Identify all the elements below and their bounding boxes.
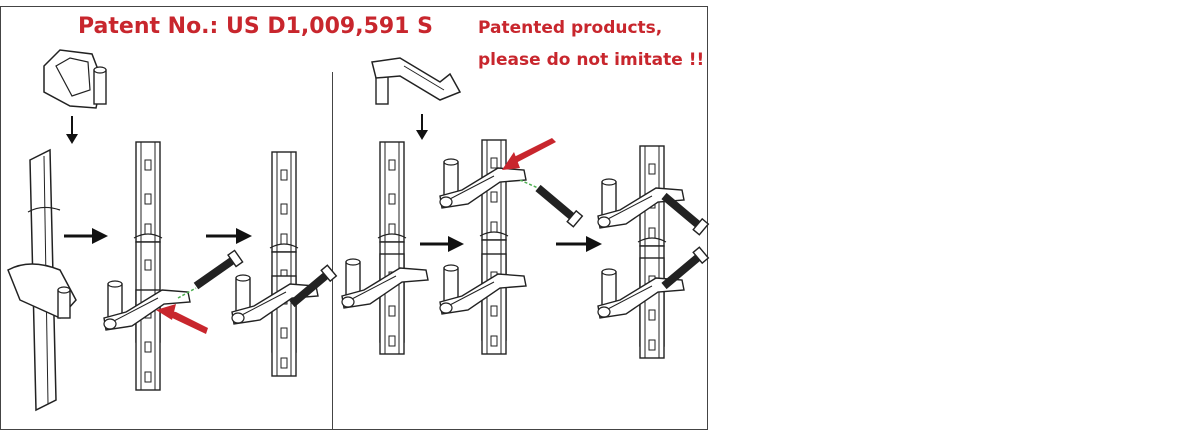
- patent-number: Patent No.: US D1,009,591 S: [78, 14, 433, 39]
- right-arrow-icon: [420, 236, 464, 252]
- right-arrow-icon: [64, 228, 108, 244]
- fence-post-icon: [377, 141, 407, 355]
- right-arrow-icon: [556, 236, 602, 252]
- hinge-bracket-icon: [371, 57, 462, 105]
- down-arrow-icon: [66, 116, 78, 144]
- bolt-icon: [658, 246, 710, 293]
- right-arrow-icon: [206, 228, 252, 244]
- fence-post-icon: [479, 139, 509, 355]
- bolt-icon: [532, 181, 584, 228]
- fence-post-icon: [133, 141, 163, 391]
- down-arrow-icon: [416, 114, 428, 140]
- warning-line-2: please do not imitate !!: [478, 50, 705, 70]
- red-pointer-arrow-icon: [156, 304, 208, 334]
- bolt-icon: [191, 249, 244, 293]
- fence-post-icon: [637, 145, 667, 359]
- panel-divider: [332, 72, 333, 430]
- fence-post-icon: [7, 148, 77, 412]
- diagram-frame: [0, 6, 708, 430]
- hinge-bracket-icon: [43, 49, 107, 109]
- warning-line-1: Patented products,: [478, 18, 663, 38]
- fence-post-icon: [269, 151, 299, 377]
- red-pointer-arrow-icon: [502, 138, 556, 170]
